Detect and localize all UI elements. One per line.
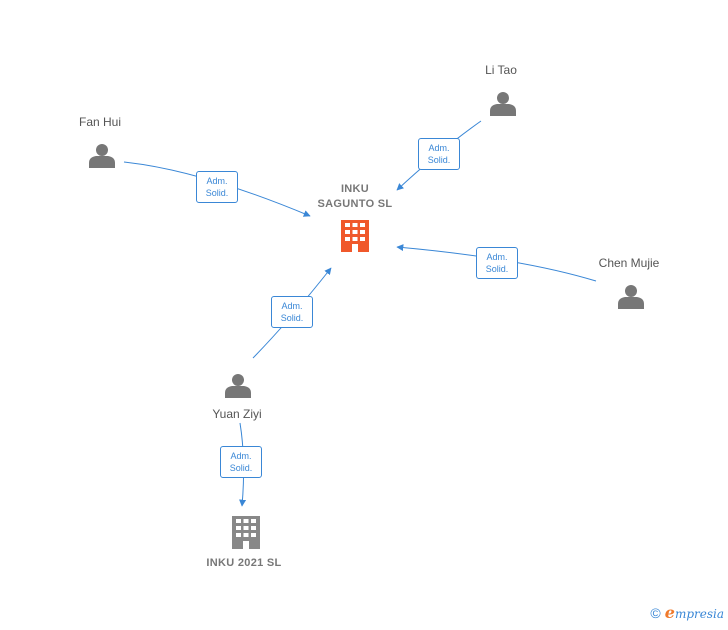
brand-initial: e [664,603,675,622]
building-icon[interactable] [341,220,369,252]
person-icon[interactable] [490,92,516,116]
person-icon[interactable] [618,285,644,309]
copyright-icon: © [650,604,661,621]
other-company-label[interactable]: INKU 2021 SL [206,557,282,569]
relation-role-line2: Solid. [427,155,451,165]
person-icon[interactable] [225,374,251,398]
relation-badge-li-tao: Adm. Solid. [418,138,460,170]
relation-badge-chen-mujie: Adm. Solid. [476,247,518,279]
person-label-chen-mujie[interactable]: Chen Mujie [598,256,660,270]
relation-role-line1: Adm. [486,252,508,262]
person-label-fan-hui[interactable]: Fan Hui [78,115,122,129]
relation-badge-yuan-ziyi-other: Adm. Solid. [220,446,262,478]
relation-role-line2: Solid. [205,188,229,198]
relation-role-line2: Solid. [229,463,253,473]
relation-role-line1: Adm. [206,176,228,186]
person-label-yuan-ziyi[interactable]: Yuan Ziyi [212,407,262,421]
relation-badge-yuan-ziyi-focus: Adm. Solid. [271,296,313,328]
footer-brand[interactable]: © empresia [650,603,724,622]
relation-role-line1: Adm. [230,451,252,461]
focus-company-name-line1: INKU [340,183,370,195]
brand-logo: empresia [665,603,724,622]
relation-role-line1: Adm. [428,143,450,153]
building-icon[interactable] [232,516,260,549]
brand-name: mpresia [674,607,724,621]
relation-badge-fan-hui: Adm. Solid. [196,171,238,203]
relation-role-line2: Solid. [485,264,509,274]
relation-role-line2: Solid. [280,313,304,323]
focus-company-label[interactable]: INKU SAGUNTO SL [318,182,393,212]
person-icon[interactable] [89,144,115,168]
relation-role-line1: Adm. [281,301,303,311]
person-label-li-tao[interactable]: Li Tao [485,63,517,77]
focus-company-name-line2: SAGUNTO SL [317,198,393,210]
